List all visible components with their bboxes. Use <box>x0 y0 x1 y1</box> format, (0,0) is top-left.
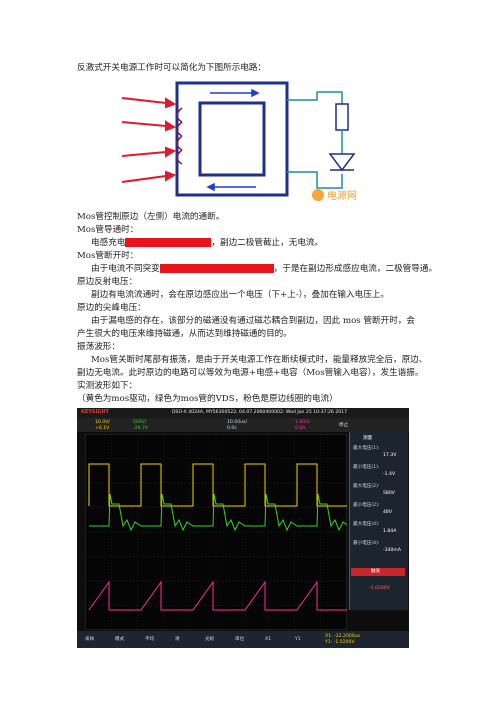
measurement-value: -1.4V <box>383 472 396 477</box>
oscilloscope-screenshot: KEYSIGHT DSO-X 4024A, MY56300522, 04.07.… <box>77 408 409 648</box>
current-text: 由于电流不同突变 <box>91 264 160 274</box>
measurement-label: 最大电压(4): <box>353 522 380 527</box>
trigger-label: 触发 <box>371 569 381 574</box>
ch4-offset: 0.0A <box>295 426 306 431</box>
scope-title: DSO-X 4024A, MY56300522, 04.07.206040000… <box>172 410 348 415</box>
softkey-label[interactable]: 单位 <box>235 637 245 642</box>
trigger-value: -1.0200V <box>369 586 390 591</box>
charging-text-2: ，副边二极管截止，无电流。 <box>211 238 324 248</box>
charging-text: 电感充电 <box>91 238 126 248</box>
para-mos-on-title: Mos管导通时： <box>77 225 139 235</box>
flyback-circuit-diagram: 电源网 <box>122 81 357 202</box>
ch2-scale: 500V/ <box>133 420 147 425</box>
ch4-scale: 1.00A/ <box>295 420 310 425</box>
watermark-text: 电源网 <box>327 189 357 202</box>
ch1-scale: 10.0V/ <box>95 420 110 425</box>
measurement-value: 48V <box>383 510 392 515</box>
redaction-block-1 <box>125 238 212 247</box>
measurement-label: 最大电压(2): <box>353 484 380 489</box>
ch2-waveform <box>89 493 347 532</box>
run-state: 停止 <box>339 423 349 428</box>
waveform-plot <box>85 434 347 630</box>
measurement-label: 最小电压(1): <box>353 465 380 470</box>
para-mos-control: Mos管控制原边（左侧）电流的通断。 <box>77 212 225 222</box>
para-spike-title: 原边的尖峰电压： <box>77 303 146 313</box>
para-mos-off-title: Mos管断开时： <box>77 251 139 261</box>
measurement-value: -340mA <box>383 548 402 553</box>
para-osc-1: Mos管关断时尾部有振荡，是由于开关电源工作在断续模式时，能量释放完全后，原边、 <box>91 355 428 365</box>
scope-brand: KEYSIGHT <box>81 409 110 415</box>
current-text-2: ，于是在副边形成感应电流，二极管导通。 <box>273 264 438 274</box>
para-spike-2: 产生很大的电压来维持磁通，从而达到维持磁通的目的。 <box>77 329 292 339</box>
measurement-value: 580V <box>383 491 395 496</box>
measurement-value: 17.3V <box>383 453 397 458</box>
ch1-offset: +6.1V <box>95 426 110 431</box>
softkey-label[interactable]: 采样 <box>85 637 95 642</box>
para-measured: 实测波形如下： <box>77 381 138 391</box>
softkey-label[interactable]: 平均 <box>145 637 155 642</box>
softkey-label[interactable]: X1 <box>265 637 272 642</box>
para-osc-title: 振荡波形： <box>77 342 120 352</box>
measurement-label: 最大电压(1): <box>353 446 380 451</box>
ch2-offset: -26.7V <box>133 426 149 431</box>
timebase: 10.00us/ <box>227 420 248 425</box>
intro-text: 反激式开关电源工作时可以简化为下图所示电路： <box>77 63 267 73</box>
measurement-label: 最小电压(4): <box>353 541 380 546</box>
para-osc-2: 副边无电流。此时原边的电路可以等效为电源+电感+电容（Mos管输入电容），发生谐… <box>77 368 424 378</box>
para-reflected-title: 原边反射电压： <box>77 277 138 287</box>
para-legend: （黄色为mos驱动，绿色为mos管的VDS，粉色是原边线圈的电流） <box>77 394 338 404</box>
cursor-x: X1: -22.2000us <box>325 634 361 639</box>
redaction-block-2 <box>159 264 274 273</box>
ch4-waveform <box>88 580 347 611</box>
cursor-y: Y1: -1.0200V <box>325 640 355 645</box>
measurement-label: 最小电压(2): <box>353 503 380 508</box>
softkey-label[interactable]: 光标 <box>205 637 215 642</box>
softkey-label[interactable]: 模式 <box>115 637 125 642</box>
measure-panel-title: 测量 <box>363 436 373 441</box>
time-delay: 0.0s <box>227 426 237 431</box>
softkey-label[interactable]: Y1 <box>295 637 301 642</box>
para-current-change: 由于电流不同突变 ，于是在副边形成感应电流，二极管导通。 <box>91 264 437 275</box>
para-charging: 电感充电 ，副边二极管截止，无电流。 <box>91 238 323 249</box>
softkey-label[interactable]: 清 <box>175 637 180 642</box>
measurement-value: 1.84A <box>383 529 397 534</box>
para-spike-1: 由于漏电感的存在，该部分的磁通没有通过磁芯耦合到副边，因此 mos 管断开时，会 <box>91 316 415 326</box>
para-reflected: 副边有电流流通时，会在原边感应出一个电压（下+上-），叠加在输入电压上。 <box>91 290 389 300</box>
